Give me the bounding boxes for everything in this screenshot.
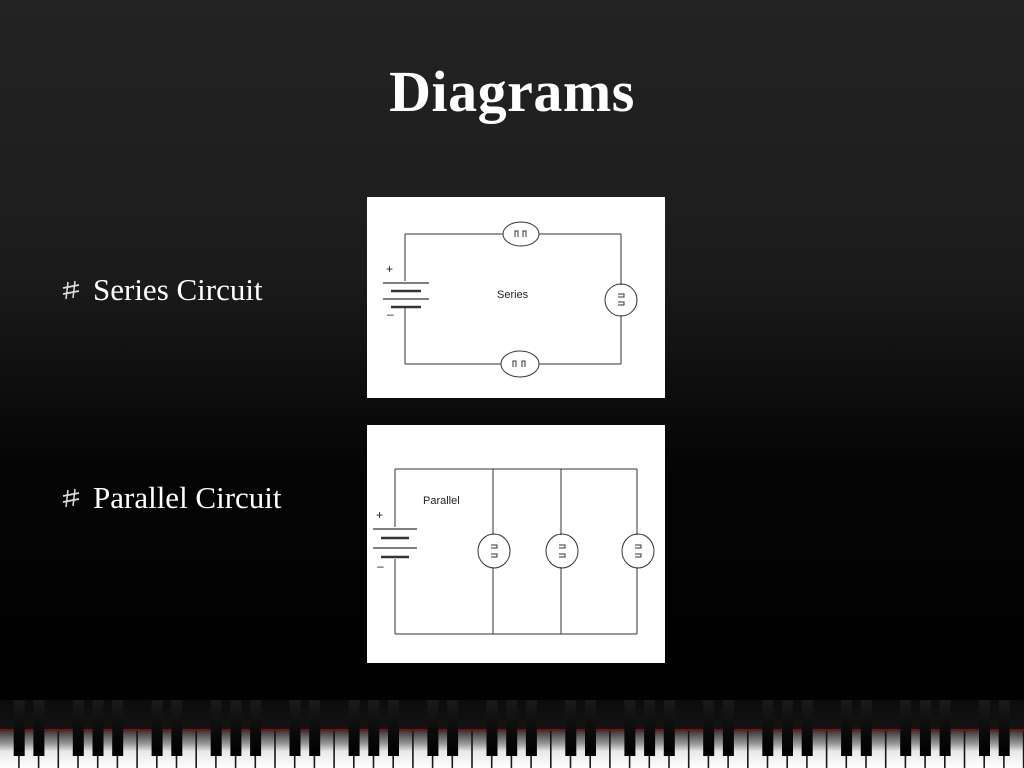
black-key bbox=[230, 700, 242, 756]
white-key bbox=[748, 731, 767, 768]
black-key bbox=[72, 700, 84, 756]
bulb-icon bbox=[477, 533, 511, 569]
black-key bbox=[210, 700, 222, 756]
series-circuit-svg: + – Series bbox=[383, 221, 638, 378]
battery-plus-sign: + bbox=[386, 262, 393, 276]
white-key bbox=[689, 731, 708, 768]
series-circuit-diagram: + – Series bbox=[367, 197, 665, 398]
white-key bbox=[413, 731, 432, 768]
white-key bbox=[551, 731, 570, 768]
white-key bbox=[59, 731, 78, 768]
black-key bbox=[250, 700, 262, 756]
black-key bbox=[13, 700, 25, 756]
black-key bbox=[939, 700, 951, 756]
white-key bbox=[965, 731, 984, 768]
battery-icon bbox=[373, 528, 417, 559]
bullet-label: Series Circuit bbox=[93, 272, 263, 307]
white-key bbox=[886, 731, 905, 768]
bulb-icon bbox=[604, 283, 638, 317]
white-key bbox=[610, 731, 629, 768]
white-key bbox=[0, 731, 19, 768]
white-key bbox=[137, 731, 156, 768]
white-key bbox=[472, 731, 491, 768]
bulb-icon bbox=[502, 221, 540, 247]
black-key bbox=[762, 700, 774, 756]
battery-minus-sign: – bbox=[377, 559, 384, 573]
black-key bbox=[289, 700, 301, 756]
black-key bbox=[486, 700, 498, 756]
black-key bbox=[979, 700, 990, 756]
black-key bbox=[998, 700, 1010, 756]
black-key bbox=[860, 700, 872, 756]
black-key bbox=[506, 700, 518, 756]
black-key bbox=[703, 700, 715, 756]
piano-keys-svg bbox=[0, 700, 1024, 768]
black-key bbox=[782, 700, 793, 756]
black-key bbox=[565, 700, 577, 756]
white-key bbox=[334, 731, 353, 768]
black-key bbox=[663, 700, 675, 756]
black-key bbox=[427, 700, 439, 756]
black-key bbox=[112, 700, 124, 756]
bullet-parallel-circuit: Parallel Circuit bbox=[62, 480, 282, 516]
series-label: Series bbox=[497, 289, 529, 301]
slide-title: Diagrams bbox=[389, 59, 635, 124]
piano-keyboard-decoration bbox=[0, 700, 1024, 768]
bulb-icon bbox=[621, 533, 655, 569]
black-key bbox=[722, 700, 734, 756]
parallel-label: Parallel bbox=[423, 495, 460, 507]
black-key bbox=[585, 700, 596, 756]
white-key bbox=[275, 731, 294, 768]
black-key bbox=[33, 700, 45, 756]
parallel-circuit-svg: + – Parallel bbox=[373, 468, 655, 635]
sharp-sign-icon bbox=[62, 488, 80, 508]
bulb-icon bbox=[500, 350, 540, 378]
black-key bbox=[624, 700, 636, 756]
bullet-series-circuit: Series Circuit bbox=[62, 272, 263, 308]
black-key bbox=[388, 700, 399, 756]
white-key bbox=[827, 731, 846, 768]
battery-icon bbox=[383, 282, 429, 309]
sharp-sign-icon bbox=[62, 280, 80, 300]
black-key bbox=[801, 700, 813, 756]
black-key bbox=[919, 700, 931, 756]
black-key bbox=[368, 700, 380, 756]
black-key bbox=[841, 700, 853, 756]
black-key bbox=[525, 700, 537, 756]
parallel-circuit-diagram: + – Parallel bbox=[367, 425, 665, 663]
black-key bbox=[151, 700, 163, 756]
bullet-label: Parallel Circuit bbox=[93, 480, 282, 515]
bulb-icon bbox=[545, 533, 579, 569]
battery-plus-sign: + bbox=[376, 508, 383, 522]
black-key bbox=[644, 700, 656, 756]
battery-minus-sign: – bbox=[387, 307, 394, 321]
black-key bbox=[900, 700, 912, 756]
black-key bbox=[92, 700, 104, 756]
black-key bbox=[348, 700, 360, 756]
white-key bbox=[197, 731, 216, 768]
black-key bbox=[171, 700, 183, 756]
black-key bbox=[309, 700, 321, 756]
black-key bbox=[447, 700, 459, 756]
